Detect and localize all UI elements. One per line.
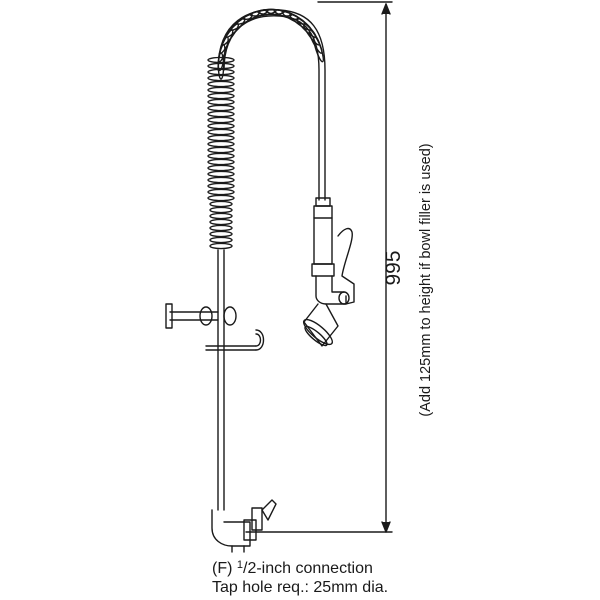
spray-hook <box>205 329 265 351</box>
wall-bracket <box>165 303 237 329</box>
dimension-line <box>245 1 393 533</box>
gooseneck-hose <box>217 9 326 201</box>
base-valve <box>211 499 277 553</box>
dimension-note: (Add 125mm to height if bowl filler is u… <box>418 143 434 416</box>
spray-head <box>302 197 355 347</box>
tap-hole-caption: Tap hole req.: 25mm dia. <box>212 579 389 596</box>
connection-caption: (F) 1/2-inch connection <box>212 559 373 577</box>
dimension-value: 995 <box>382 250 405 285</box>
coil-spring <box>207 8 325 250</box>
